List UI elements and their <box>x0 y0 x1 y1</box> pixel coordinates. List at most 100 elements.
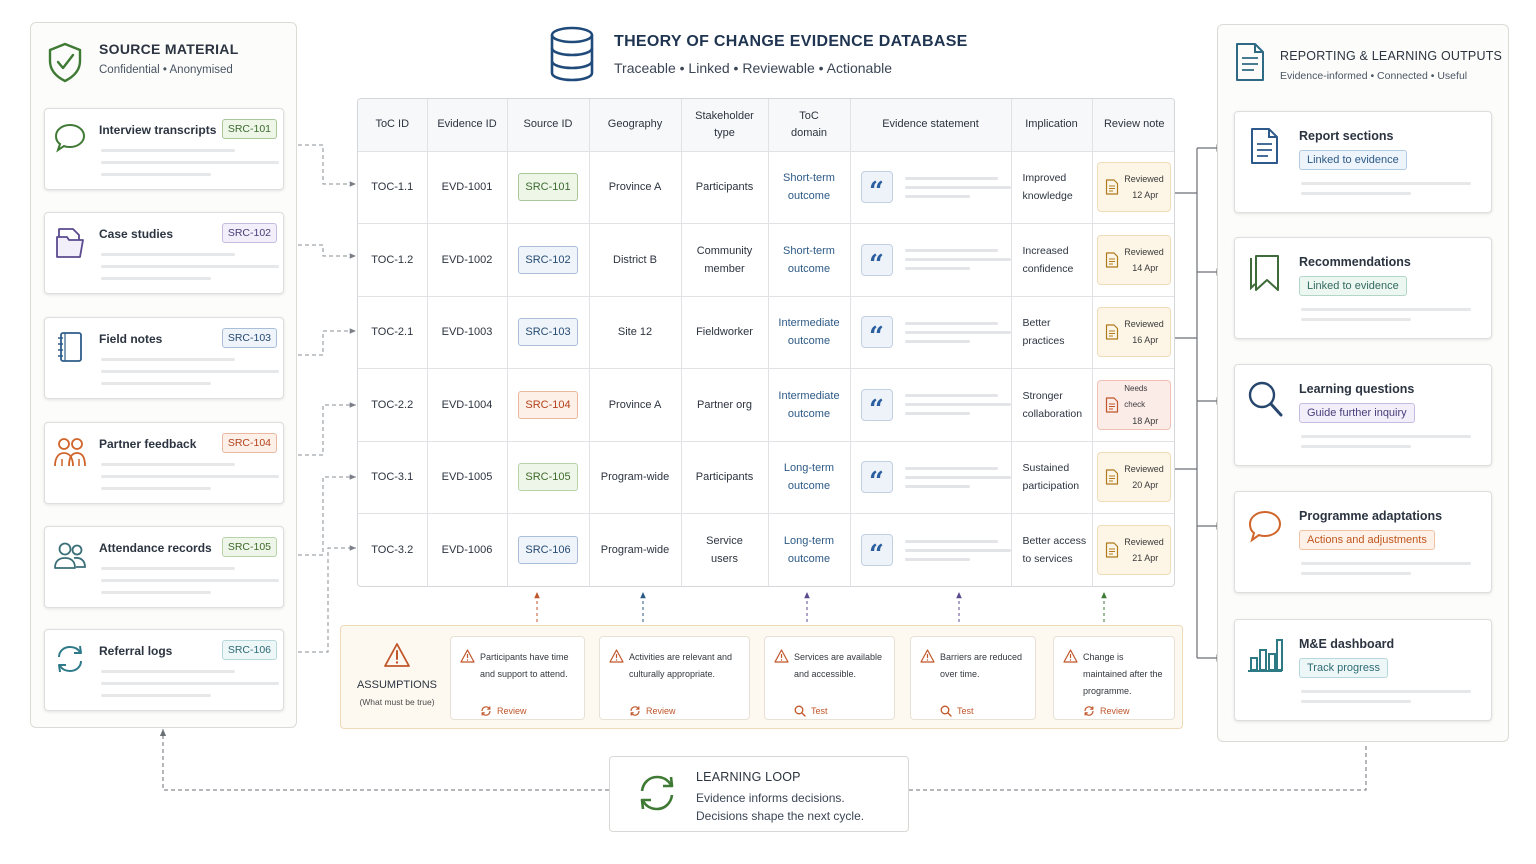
source-id-badge[interactable]: SRC-101 <box>518 173 578 202</box>
output-card-label: Recommendations <box>1299 255 1411 269</box>
toc-domain-cell: Short-term outcome <box>768 151 851 224</box>
assumptions-subtitle: (What must be true) <box>359 697 435 707</box>
source-id-cell: SRC-105 <box>507 441 590 514</box>
evidence-statement-cell[interactable]: “ <box>850 151 1012 224</box>
outputs-panel: REPORTING & LEARNING OUTPUTS Evidence-in… <box>1217 24 1509 742</box>
implication-label: Stronger collaboration <box>1022 389 1083 420</box>
warning-icon <box>1063 649 1078 663</box>
assumption-action[interactable]: Test <box>794 705 828 717</box>
output-card-recommendations[interactable]: Recommendations Linked to evidence <box>1234 237 1492 339</box>
evidence-statement-cell[interactable]: “ <box>850 368 1012 442</box>
people-icon <box>54 438 86 467</box>
warning-icon <box>774 649 789 663</box>
column-header-label: Stakeholder type <box>695 109 754 139</box>
stakeholder-cell: Participants <box>681 151 769 224</box>
source-card-interview-transcripts[interactable]: Interview transcripts SRC-101 <box>44 108 284 190</box>
evidence-statement-cell[interactable]: “ <box>850 223 1012 297</box>
assumption-action[interactable]: Review <box>629 705 676 717</box>
placeholder-line <box>1301 445 1411 448</box>
page-header: THEORY OF CHANGE EVIDENCE DATABASE Trace… <box>548 26 968 82</box>
source-id-badge[interactable]: SRC-103 <box>518 318 578 347</box>
assumption-card[interactable]: Barriers are reduced over time.Test <box>910 636 1036 720</box>
assumptions-label: ASSUMPTIONS (What must be true) <box>355 642 439 707</box>
source-card-case-studies[interactable]: Case studies SRC-102 <box>44 212 284 294</box>
column-header[interactable]: Evidence statement <box>850 99 1012 152</box>
geography-cell: Program-wide <box>589 513 682 586</box>
column-header[interactable]: Implication <box>1011 99 1093 152</box>
stakeholder-label: Partner org <box>696 398 753 411</box>
bookmark-icon <box>1250 255 1279 291</box>
implication-label: Sustained participation <box>1022 462 1080 493</box>
implication-cell: Stronger collaboration <box>1011 368 1093 442</box>
assumption-card[interactable]: Change is maintained after the programme… <box>1053 636 1175 720</box>
warning-icon <box>460 649 475 663</box>
column-header[interactable]: Source ID <box>507 99 590 152</box>
column-header[interactable]: Stakeholder type <box>681 99 769 152</box>
placeholder-line <box>101 463 235 466</box>
refresh-arrows-icon <box>58 645 82 673</box>
column-header[interactable]: Evidence ID <box>427 99 508 152</box>
column-header[interactable]: ToC ID <box>358 99 428 152</box>
learning-loop-title: LEARNING LOOP <box>696 770 801 784</box>
geography-cell: Program-wide <box>589 441 682 514</box>
output-card-report-sections[interactable]: Report sections Linked to evidence <box>1234 111 1492 213</box>
assumptions-title: ASSUMPTIONS <box>356 679 438 691</box>
implication-cell: Sustained participation <box>1011 441 1093 514</box>
assumption-card[interactable]: Services are available and accessible.Te… <box>764 636 895 720</box>
source-id-badge[interactable]: SRC-102 <box>518 245 578 274</box>
placeholder-line <box>101 567 235 570</box>
outputs-panel-title: REPORTING & LEARNING OUTPUTS <box>1280 49 1503 63</box>
source-id-badge[interactable]: SRC-106 <box>518 536 578 564</box>
document-icon <box>1106 469 1119 485</box>
output-card-me-dashboard[interactable]: M&E dashboard Track progress <box>1234 619 1492 721</box>
refresh-icon <box>481 706 491 716</box>
source-card-field-notes[interactable]: Field notes SRC-103 <box>44 317 284 399</box>
evidence-statement-cell[interactable]: “ <box>850 441 1012 514</box>
outputs-panel-subtitle: Evidence-informed • Connected • Useful <box>1280 70 1468 82</box>
quote-icon: “ <box>860 316 893 352</box>
toc-domain-cell: Intermediate outcome <box>768 296 851 369</box>
stakeholder-label: Community member <box>696 244 753 275</box>
source-card-label: Field notes <box>99 332 163 346</box>
column-header[interactable]: Geography <box>589 99 682 152</box>
output-card-learning-questions[interactable]: Learning questions Guide further inquiry <box>1234 364 1492 466</box>
stakeholder-cell: Community member <box>681 223 769 297</box>
output-card-programme-adaptations[interactable]: Programme adaptations Actions and adjust… <box>1234 491 1492 593</box>
source-card-label: Partner feedback <box>99 437 197 451</box>
source-card-referral-logs[interactable]: Referral logs SRC-106 <box>44 629 284 711</box>
evidence-statement-cell[interactable]: “ <box>850 513 1012 586</box>
evidence-id-cell: EVD-1004 <box>427 368 508 442</box>
evidence-statement-cell[interactable]: “ <box>850 296 1012 369</box>
assumption-card[interactable]: Participants have time and support to at… <box>450 636 585 720</box>
assumption-action[interactable]: Review <box>480 705 527 717</box>
warning-icon <box>920 649 935 663</box>
assumption-action[interactable]: Review <box>1083 705 1130 717</box>
assumption-action[interactable]: Test <box>940 705 974 717</box>
source-badge: SRC-105 <box>221 537 277 557</box>
column-header[interactable]: Review note <box>1092 99 1174 152</box>
evidence-statement: “ <box>851 388 1011 425</box>
source-card-attendance-records[interactable]: Attendance records SRC-105 <box>44 526 284 608</box>
source-card-partner-feedback[interactable]: Partner feedback SRC-104 <box>44 422 284 504</box>
column-header[interactable]: ToC domain <box>768 99 851 152</box>
source-id-badge[interactable]: SRC-104 <box>518 390 578 419</box>
assumption-card[interactable]: Activities are relevant and culturally a… <box>599 636 750 720</box>
source-id-badge[interactable]: SRC-105 <box>518 463 578 492</box>
source-material-panel: SOURCE MATERIAL Confidential • Anonymise… <box>30 22 297 728</box>
document-icon <box>1106 397 1119 413</box>
magnifier-icon <box>794 705 806 717</box>
